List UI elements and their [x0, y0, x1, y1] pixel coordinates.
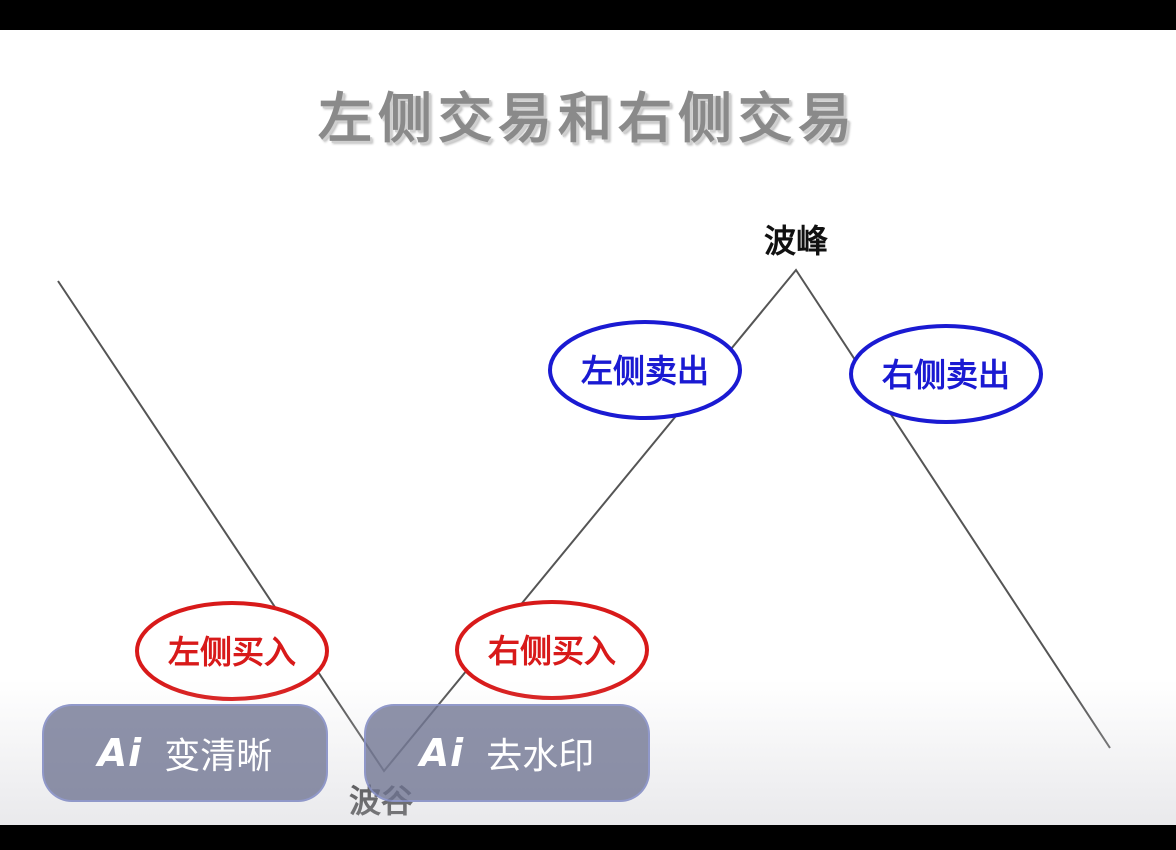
enhance-clarity-button[interactable]: Ai 变清晰	[42, 704, 328, 802]
right-buy-marker: 右侧买入	[455, 600, 649, 700]
ai-logo-icon: Ai	[419, 731, 465, 775]
left-buy-label: 左侧买入	[168, 633, 296, 671]
left-buy-marker: 左侧买入	[135, 601, 329, 701]
price-line	[57, 268, 1111, 773]
right-sell-marker: 右侧卖出	[849, 324, 1043, 424]
remove-watermark-button[interactable]: Ai 去水印	[364, 704, 650, 802]
right-sell-label: 右侧卖出	[882, 356, 1010, 394]
right-buy-label: 右侧买入	[488, 632, 616, 670]
slide-title: 左侧交易和右侧交易	[318, 87, 858, 150]
left-sell-label: 左侧卖出	[581, 352, 709, 390]
remove-watermark-label: 去水印	[486, 736, 595, 777]
peak-label: 波峰	[764, 222, 828, 260]
enhance-clarity-label: 变清晰	[164, 736, 273, 777]
ai-logo-icon: Ai	[97, 731, 143, 775]
left-sell-marker: 左侧卖出	[548, 320, 742, 420]
